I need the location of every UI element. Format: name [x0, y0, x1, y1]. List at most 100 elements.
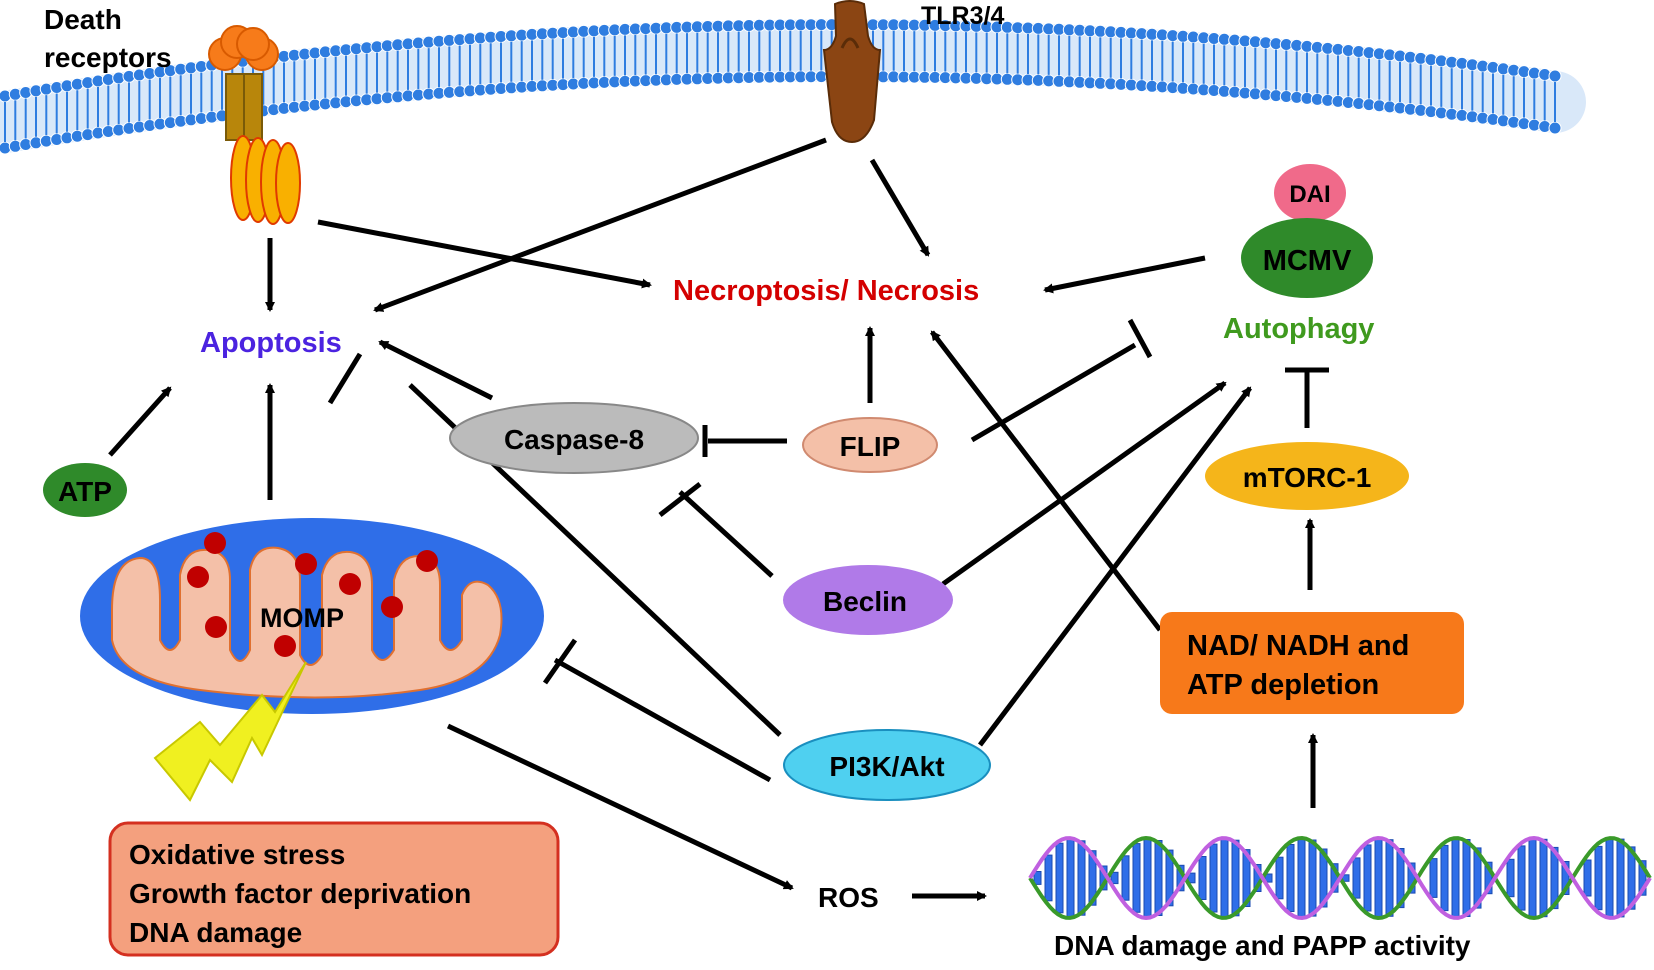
ros-label: ROS [818, 882, 879, 913]
mcmv-label: MCMV [1263, 245, 1352, 277]
dna-base-pair [1605, 838, 1614, 918]
apoptosis-label: Apoptosis [200, 327, 342, 359]
arrow-atp-apoptosis [108, 386, 172, 457]
dna-base-pair [1352, 857, 1361, 899]
arrows [108, 137, 1329, 901]
necroptosis-label: Necroptosis/ Necrosis [673, 275, 979, 307]
momp-label: MOMP [260, 603, 344, 633]
dna-base-pair [1583, 859, 1592, 897]
lightning-bolt-icon [153, 661, 307, 802]
dna-base-pair [1308, 839, 1317, 917]
dna-base-pair [1264, 873, 1273, 883]
caspase8-label: Caspase-8 [504, 424, 644, 455]
autophagy-label: Autophagy [1223, 313, 1374, 345]
inhibit-flip-autophagy [970, 342, 1137, 443]
stress-box [108, 821, 560, 957]
arrow-nad-necroptosis [930, 330, 1162, 632]
beclin-node [783, 565, 953, 635]
dna-base-pair [1088, 850, 1097, 906]
inhibit-bar-autophagy [1127, 318, 1153, 359]
dna-base-pair [1220, 837, 1229, 919]
death-receptors-label-2: receptors [44, 42, 172, 73]
flip-node [802, 417, 938, 473]
arrow-dr-necroptosis [317, 219, 652, 289]
tlr-receptor-icon [822, 0, 882, 144]
dna-base-pair [1528, 838, 1537, 918]
dna-base-pair [1187, 872, 1196, 884]
arrow-beclin-autophagy [941, 380, 1227, 587]
dna-base-pair [1198, 856, 1207, 900]
dna-helix-icon [1028, 835, 1652, 921]
stress-label-2: Growth factor deprivation [129, 878, 471, 909]
arrow-mcmv-necroptosis [1043, 255, 1206, 294]
inhibit-bar-caspase8-2 [658, 482, 702, 517]
atp-node [43, 463, 127, 517]
mcmv-node [1241, 218, 1373, 298]
dna-base-pair [1539, 838, 1548, 918]
dna-base-pair [1385, 839, 1394, 917]
dna-base-pair [1550, 846, 1559, 910]
dna-base-pair [1286, 844, 1295, 912]
mtorc1-label: mTORC-1 [1243, 462, 1372, 493]
nad-label-2: ATP depletion [1187, 669, 1379, 701]
dna-base-pair [1407, 862, 1416, 894]
death-receptor-icon [208, 25, 301, 225]
dna-base-pair [1033, 871, 1042, 885]
dna-base-pair [1517, 845, 1526, 911]
dna-base-pair [1319, 848, 1328, 908]
inhibit-beclin-caspase8 [678, 490, 774, 578]
dna-base-pair [1044, 854, 1053, 902]
dna-base-pair [1209, 843, 1218, 913]
death-receptors-label-1: Death [44, 4, 122, 35]
inhibit-bar-apoptosis [327, 352, 363, 405]
lipid-head [1548, 69, 1562, 83]
dna-base-pair [1627, 846, 1636, 910]
nad-box [1160, 612, 1464, 714]
mtorc1-node [1205, 442, 1409, 510]
dna-base-pair [1506, 858, 1515, 898]
dna-base-pair [1451, 838, 1460, 918]
beclin-label: Beclin [823, 586, 907, 617]
dna-base-pair [1561, 861, 1570, 895]
dna-caption: DNA damage and PAPP activity [1054, 930, 1471, 961]
dna-base-pair [1242, 849, 1251, 907]
dna-base-pair [1440, 844, 1449, 912]
dna-base-pair [1121, 855, 1130, 901]
dna-base-pair [1143, 837, 1152, 919]
dna-base-pair [1165, 849, 1174, 907]
pi3k-node [783, 729, 991, 801]
dna-base-pair [1616, 838, 1625, 918]
dna-base-pair [1363, 844, 1372, 912]
dna-base-pair [1055, 842, 1064, 914]
inhibit-pi3k-momp [553, 657, 772, 783]
dna-base-pair [1638, 860, 1647, 896]
pi3k-label: PI3K/Akt [829, 751, 944, 782]
arrow-caspase8-apoptosis [378, 339, 494, 401]
inhibit-bar-momp [542, 638, 578, 685]
dai-label: DAI [1289, 181, 1330, 208]
stress-label-1: Oxidative stress [129, 839, 345, 870]
arrow-tlr-apoptosis [373, 137, 827, 313]
arrow-tlr-necroptosis [869, 158, 931, 257]
atp-label: ATP [58, 476, 112, 507]
dna-base-pair [1297, 837, 1306, 919]
dna-base-pair [1396, 848, 1405, 909]
dna-base-pair [1462, 839, 1471, 917]
dai-node [1274, 164, 1346, 222]
dna-base-pair [1231, 839, 1240, 917]
arrow-momp-ros [446, 723, 794, 891]
flip-label: FLIP [840, 431, 901, 462]
dna-base-pair [1429, 858, 1438, 898]
dna-base-pair [1110, 871, 1119, 885]
dna-base-pair [1484, 861, 1493, 895]
stress-label-3: DNA damage [129, 917, 302, 948]
dna-base-pair [1077, 840, 1086, 916]
dna-base-pair [1594, 845, 1603, 911]
caspase8-node [449, 402, 699, 474]
dna-base-pair [1275, 856, 1284, 900]
dna-base-pair [1374, 838, 1383, 919]
dna-base-pair [1154, 840, 1163, 916]
dna-base-pair [1066, 837, 1075, 919]
nad-label-1: NAD/ NADH and [1187, 630, 1409, 662]
